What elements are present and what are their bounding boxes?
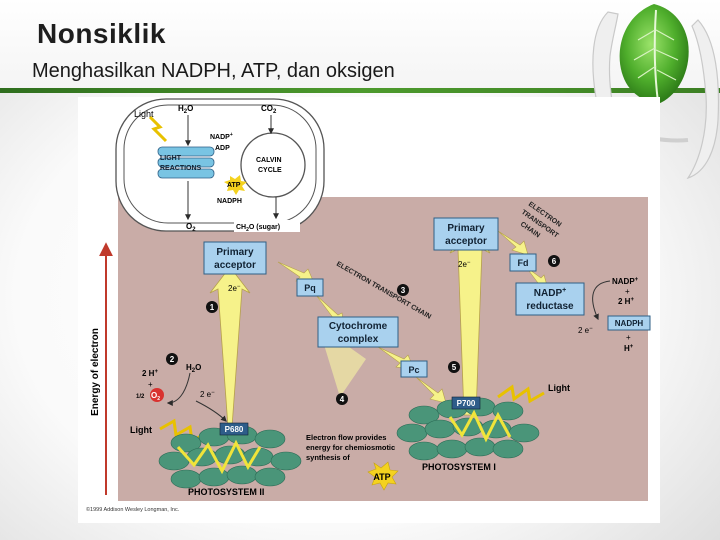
two-e-left: 2 e− xyxy=(200,390,215,399)
plus-left: + xyxy=(148,380,153,389)
calvin-cycle-circle xyxy=(240,132,306,198)
overview-light-reactions-1: LIGHT xyxy=(160,155,182,162)
overview-inset: Light H2O CO2 NADP+ ADP LIGHT REACTIONS … xyxy=(115,98,325,233)
svg-text:acceptor: acceptor xyxy=(445,236,487,247)
primary-acceptor-1-box: Primary acceptor xyxy=(203,241,267,275)
nadp-reductase-box: NADP+ reductase xyxy=(515,282,585,316)
overview-light-label: Light xyxy=(134,109,154,119)
plus-right-2: + xyxy=(626,333,631,342)
photosynthesis-figure: Light H2O CO2 NADP+ ADP LIGHT REACTIONS … xyxy=(78,97,660,523)
overview-calvin-1: CALVIN xyxy=(256,157,282,164)
noncyclic-flow-diagram: Light H2O CO2 NADP+ ADP LIGHT REACTIONS … xyxy=(86,98,651,513)
flow-text-line-1: Electron flow provides xyxy=(306,433,386,442)
atp-burst-icon xyxy=(367,461,399,491)
svg-text:Primary: Primary xyxy=(447,223,485,234)
step-1-marker: 1 xyxy=(206,301,218,313)
two-h-plus-left: 2 H+ xyxy=(142,369,158,378)
h-plus-right: H+ xyxy=(624,344,634,353)
overview-nadp: NADP+ xyxy=(210,132,233,141)
slide-title: Nonsiklik xyxy=(37,18,166,49)
light-left-label: Light xyxy=(130,425,152,435)
pc-box: Pc xyxy=(400,360,428,378)
overview-h2o: H2O xyxy=(178,104,193,115)
light-reactions-stack xyxy=(157,146,215,179)
svg-text:acceptor: acceptor xyxy=(214,260,256,271)
half-o2: 1/2 xyxy=(136,394,145,400)
step-5-marker: 5 xyxy=(448,361,460,373)
title-underline-bar xyxy=(0,88,720,93)
o2-molecule-icon xyxy=(150,388,164,402)
y-axis-label: Energy of electron xyxy=(90,328,101,416)
overview-atp: ATP xyxy=(227,182,241,189)
svg-text:NADPH: NADPH xyxy=(615,319,644,328)
fd-box: Fd xyxy=(509,253,537,272)
svg-text:Fd: Fd xyxy=(518,258,529,268)
svg-text:Pc: Pc xyxy=(408,365,419,375)
two-e-right: 2 e− xyxy=(578,326,593,335)
photosystem-2-label: PHOTOSYSTEM II xyxy=(188,487,264,497)
overview-adp: ADP xyxy=(215,145,230,152)
svg-text:Primary: Primary xyxy=(216,247,254,258)
p700-box xyxy=(451,396,481,410)
flow-text-line-3: synthesis of xyxy=(306,453,350,462)
p700-label: P700 xyxy=(457,399,476,408)
overview-light-reactions-2: REACTIONS xyxy=(160,165,202,172)
svg-text:5: 5 xyxy=(452,363,457,372)
copyright-text: ©1999 Addison Wesley Longman, Inc. xyxy=(86,506,180,513)
flow-text-line-2: energy for chemiosmotic xyxy=(306,443,395,452)
light-right-label: Light xyxy=(548,383,570,393)
primary-acceptor-2-box: Primary acceptor xyxy=(433,217,499,251)
nadph-box: NADPH xyxy=(607,315,651,331)
atp-label: ATP xyxy=(373,472,390,482)
photosystem-1-cluster xyxy=(396,397,540,461)
plus-right: + xyxy=(625,287,630,296)
step-6-marker: 6 xyxy=(548,255,560,267)
overview-nadph: NADPH xyxy=(217,198,242,205)
two-e-2: 2e− xyxy=(458,260,471,269)
svg-text:reductase: reductase xyxy=(526,301,574,312)
p680-label: P680 xyxy=(225,425,244,434)
photosystem-1-label: PHOTOSYSTEM I xyxy=(422,462,496,472)
electron-arrow-ps2 xyxy=(209,266,251,428)
nadp-plus-right: NADP+ xyxy=(612,277,639,286)
svg-text:4: 4 xyxy=(340,395,345,404)
step-2-marker: 2 xyxy=(166,353,178,365)
p680-box xyxy=(219,422,249,436)
two-h-plus-right: 2 H+ xyxy=(618,297,634,306)
svg-text:2: 2 xyxy=(170,355,175,364)
overview-co2: CO2 xyxy=(261,104,277,115)
light-right-zigzag xyxy=(497,384,545,404)
slide-subtitle: Menghasilkan NADPH, ATP, dan oksigen xyxy=(32,60,395,82)
pq-box: Pq xyxy=(296,278,324,297)
svg-text:Pq: Pq xyxy=(304,283,316,293)
right-hand xyxy=(686,19,720,180)
svg-text:3: 3 xyxy=(401,286,406,295)
svg-text:Cytochrome: Cytochrome xyxy=(329,321,388,332)
overview-o2: O2 xyxy=(186,222,196,233)
overview-sugar: CH2O (sugar) xyxy=(236,224,280,233)
half-o2-symbol: O2 xyxy=(151,391,160,402)
overview-calvin-2: CYCLE xyxy=(258,167,282,174)
ps2-energy-zigzag xyxy=(176,439,262,475)
svg-text:NADP+: NADP+ xyxy=(534,287,566,299)
overview-atp-burst xyxy=(224,175,247,195)
step-3-marker: 3 xyxy=(397,284,409,296)
ps1-energy-zigzag xyxy=(448,409,512,443)
svg-text:1: 1 xyxy=(210,303,215,312)
svg-text:6: 6 xyxy=(552,257,557,266)
cytochrome-complex-box: Cytochrome complex xyxy=(317,316,399,348)
step-4-marker: 4 xyxy=(336,393,348,405)
two-e-1: 2e− xyxy=(228,284,241,293)
h2o-left: H2O xyxy=(186,363,201,374)
svg-text:complex: complex xyxy=(338,334,379,345)
